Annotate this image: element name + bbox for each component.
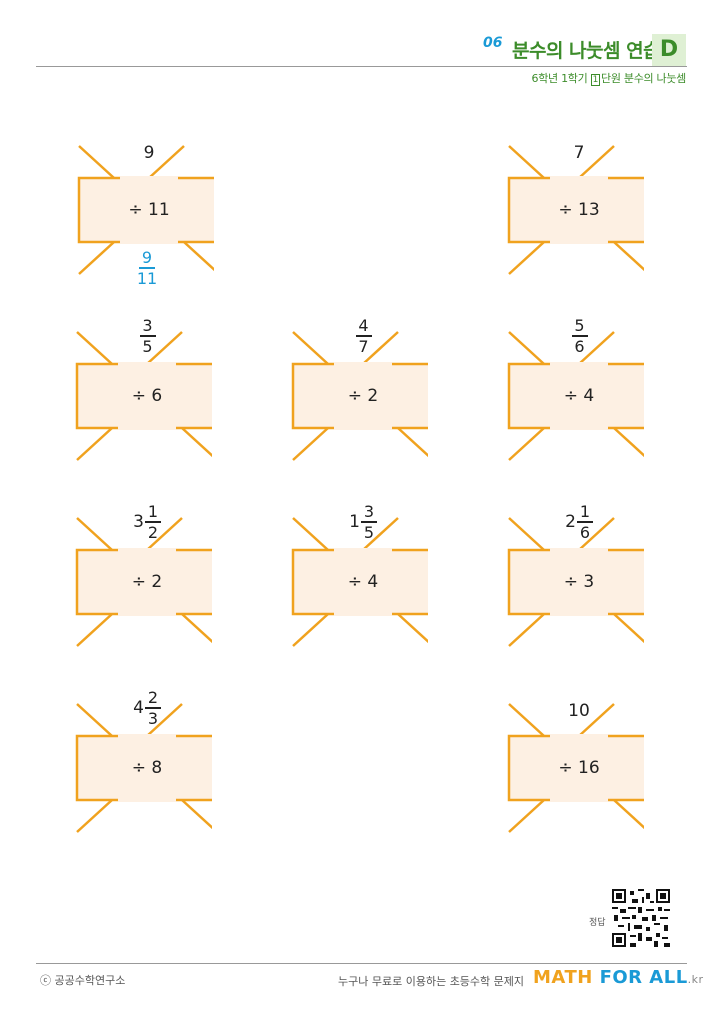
footer-tagline: 누구나 무료로 이용하는 초등수학 문제지 [338,975,525,988]
problem-frame [77,145,214,275]
numerator: 3 [363,502,374,521]
denominator: 3 [147,708,158,728]
problem-2: 7 ÷ 13 [474,143,644,283]
problem-frame [507,331,644,461]
problem-frame [507,517,644,647]
divisor: ÷ 11 [128,200,170,220]
numerator: 4 [358,316,369,335]
level-badge: D [652,34,686,66]
numerator: 2 [147,688,158,707]
dividend: 9 [143,143,155,163]
problem-10: 10 ÷ 16 [474,701,644,841]
problem-frame [75,517,212,647]
denominator: 5 [142,336,153,356]
whole-part: 2 [565,511,576,532]
qr-code-icon[interactable] [612,889,670,947]
brand-for-all: FOR ALL [599,967,688,988]
problem-frame [75,703,212,833]
divisor: ÷ 2 [131,572,163,592]
divisor: ÷ 13 [558,200,600,220]
worksheet-title: 분수의 나눗셈 연습 [512,40,661,62]
dividend: 7 [573,143,585,163]
answer-denominator: 11 [136,268,158,288]
whole-part: 3 [133,511,144,532]
divisor: ÷ 2 [347,386,379,406]
worksheet-number: 06 [483,35,503,51]
denominator: 6 [579,522,590,542]
copyright-text: ⓒ 공공수학연구소 [40,974,126,987]
divisor: ÷ 4 [347,572,379,592]
answer-key-label: 정답 [589,918,606,928]
numerator: 1 [579,502,590,521]
unit-number-box: 1 [590,74,601,86]
whole-part: 1 [349,511,360,532]
dividend: 10 [568,701,590,721]
numerator: 1 [147,502,158,521]
divisor: ÷ 3 [563,572,595,592]
problem-frame [291,331,428,461]
problem-frame [75,331,212,461]
problem-frame [291,517,428,647]
denominator: 6 [574,336,585,356]
problem-frame [507,703,644,833]
brand-logo[interactable]: MATH FOR ALL.kr [533,967,704,988]
whole-part: 4 [133,697,144,718]
divisor: ÷ 6 [131,386,163,406]
brand-domain: .kr [687,973,704,986]
divisor: ÷ 4 [563,386,595,406]
divisor: ÷ 8 [131,758,163,778]
denominator: 7 [358,336,369,356]
divisor: ÷ 16 [558,758,600,778]
subtitle-unit: 단원 분수의 나눗셈 [601,72,686,85]
denominator: 5 [363,522,374,542]
brand-math: MATH [533,967,600,988]
problem-frame [507,145,644,275]
footer-divider [36,963,687,964]
header-divider [36,66,687,67]
numerator: 5 [574,316,585,335]
answer-numerator: 9 [141,248,153,267]
denominator: 2 [147,522,158,542]
subtitle-grade: 6학년 1학기 [531,72,588,85]
numerator: 3 [142,316,153,335]
